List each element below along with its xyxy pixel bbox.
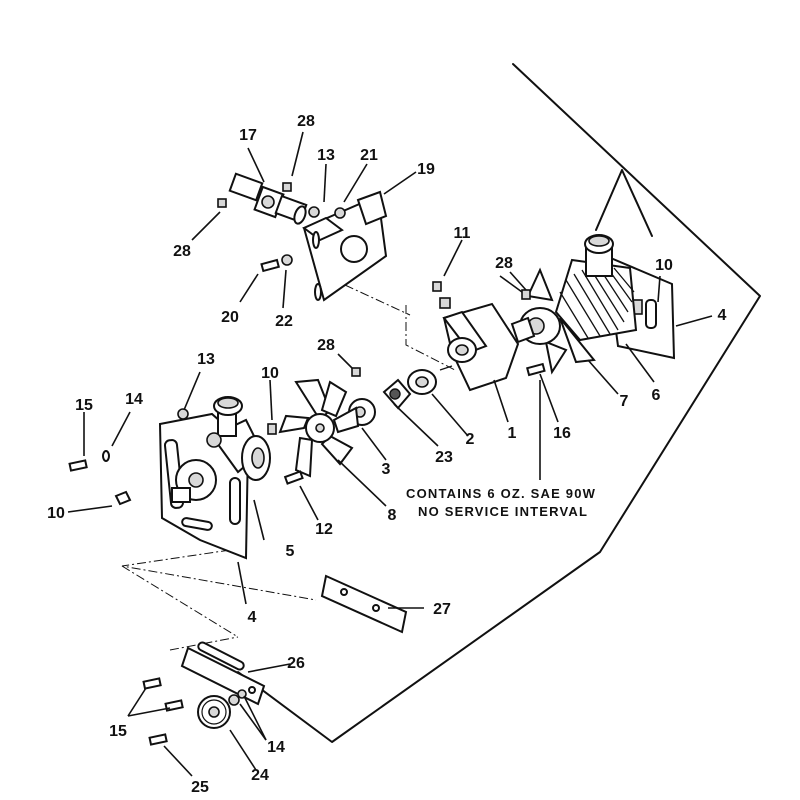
callout-11: 11: [454, 225, 471, 242]
callout-22: 22: [275, 313, 293, 330]
callout-27: 27: [433, 601, 451, 618]
universal-joint-part: [217, 172, 308, 225]
gearbox-part: [432, 281, 520, 392]
callout-28-right: 28: [495, 255, 513, 272]
callout-1: 1: [508, 425, 517, 442]
callout-4-left: 4: [248, 609, 257, 626]
callout-21: 21: [360, 147, 378, 164]
callout-24: 24: [251, 767, 269, 784]
slotted-plate-part: [180, 641, 266, 706]
callout-6: 6: [652, 387, 661, 404]
callout-28-mid: 28: [317, 337, 335, 354]
callout-10-left: 10: [47, 505, 65, 522]
callout-19: 19: [417, 161, 435, 178]
callout-28-top: 28: [297, 113, 315, 130]
callout-17: 17: [239, 127, 257, 144]
fan-part: [278, 378, 360, 478]
callout-25: 25: [191, 779, 209, 796]
callout-2: 2: [466, 431, 475, 448]
callout-10-mid: 10: [261, 365, 279, 382]
callout-7: 7: [620, 393, 629, 410]
callout-8: 8: [388, 507, 397, 524]
mounting-bracket-part: [260, 190, 388, 302]
callout-9: 10: [655, 257, 673, 274]
leader-lines: [67, 131, 713, 777]
callout-15-left: 15: [75, 397, 93, 414]
callout-15-bottom: 15: [109, 723, 127, 740]
callout-26: 26: [287, 655, 305, 672]
note-line-2: NO SERVICE INTERVAL: [418, 504, 588, 519]
callout-12: 12: [315, 521, 333, 538]
callout-23: 23: [435, 449, 453, 466]
assembly-outline: [237, 63, 761, 743]
callout-labels: 17 28 13 21 19 28 11 20 22 28 10 4 28 10…: [47, 113, 726, 796]
callout-13-top: 13: [317, 147, 335, 164]
motor-assembly-right: [510, 234, 676, 377]
sprocket-part: [68, 450, 247, 746]
motor-plate-part: [158, 396, 304, 560]
callout-14-bottom: 14: [267, 739, 285, 756]
note-line-1: CONTAINS 6 OZ. SAE 90W: [406, 486, 596, 501]
callout-14-left: 14: [125, 391, 143, 408]
callout-4-right: 4: [718, 307, 727, 324]
callout-28-left: 28: [173, 243, 191, 260]
callout-13-left: 13: [197, 351, 215, 368]
callout-16: 16: [553, 425, 571, 442]
callout-5: 5: [286, 543, 295, 560]
strip-part: [320, 574, 408, 634]
callout-20: 20: [221, 309, 239, 326]
callout-3: 3: [382, 461, 391, 478]
assembly-outline-inner: [595, 169, 653, 237]
coupling-parts: [348, 367, 437, 426]
